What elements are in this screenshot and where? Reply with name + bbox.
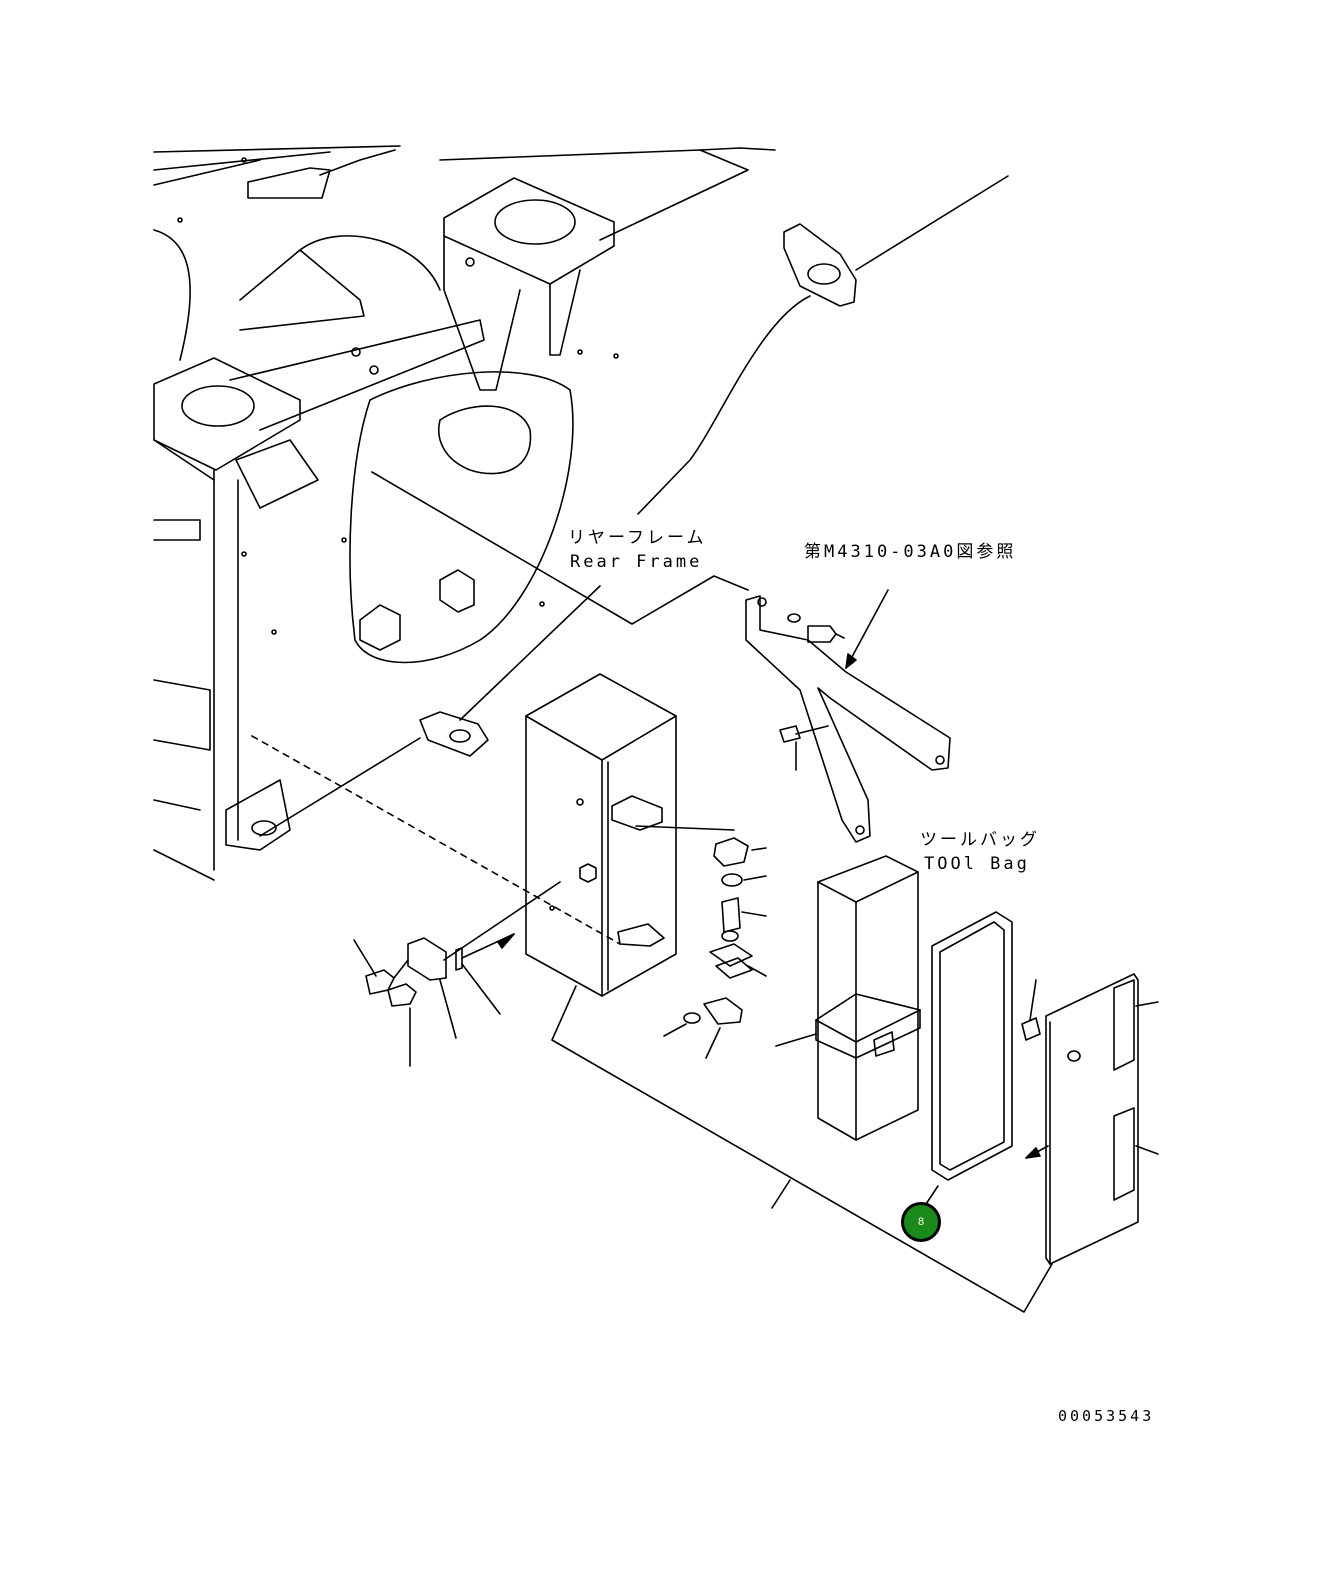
reference-label: 第M4310-03A0図参照: [804, 542, 1017, 562]
rear-frame-label-en: Rear Frame: [570, 552, 703, 572]
tool-bag-label-en: TOOl Bag: [924, 854, 1030, 874]
tool-bag: [775, 855, 921, 1141]
tool-box: [251, 673, 677, 997]
small-plate: [419, 711, 489, 757]
rear-frame-label-jp: リヤーフレーム: [568, 528, 707, 548]
drawing-number: 00053543: [1058, 1407, 1155, 1425]
assembly-leader: [551, 985, 1053, 1313]
part-callout-8[interactable]: 8: [901, 1202, 941, 1242]
rear-frame: [153, 145, 776, 881]
frame-leader: [637, 295, 811, 515]
bracket-ref-leader: [371, 471, 749, 625]
assembly-tick: [771, 1179, 791, 1209]
door-seal: [921, 911, 1013, 1211]
latch-hardware: [353, 881, 561, 1067]
support-bracket: [745, 589, 951, 843]
box-hardware: [635, 825, 767, 1059]
box-door: [1021, 973, 1159, 1265]
pin-lug: [783, 175, 1009, 307]
plate-leader: [259, 737, 421, 837]
tool-bag-label-jp: ツールバッグ: [920, 830, 1040, 850]
rear-frame-leader: [459, 585, 601, 721]
